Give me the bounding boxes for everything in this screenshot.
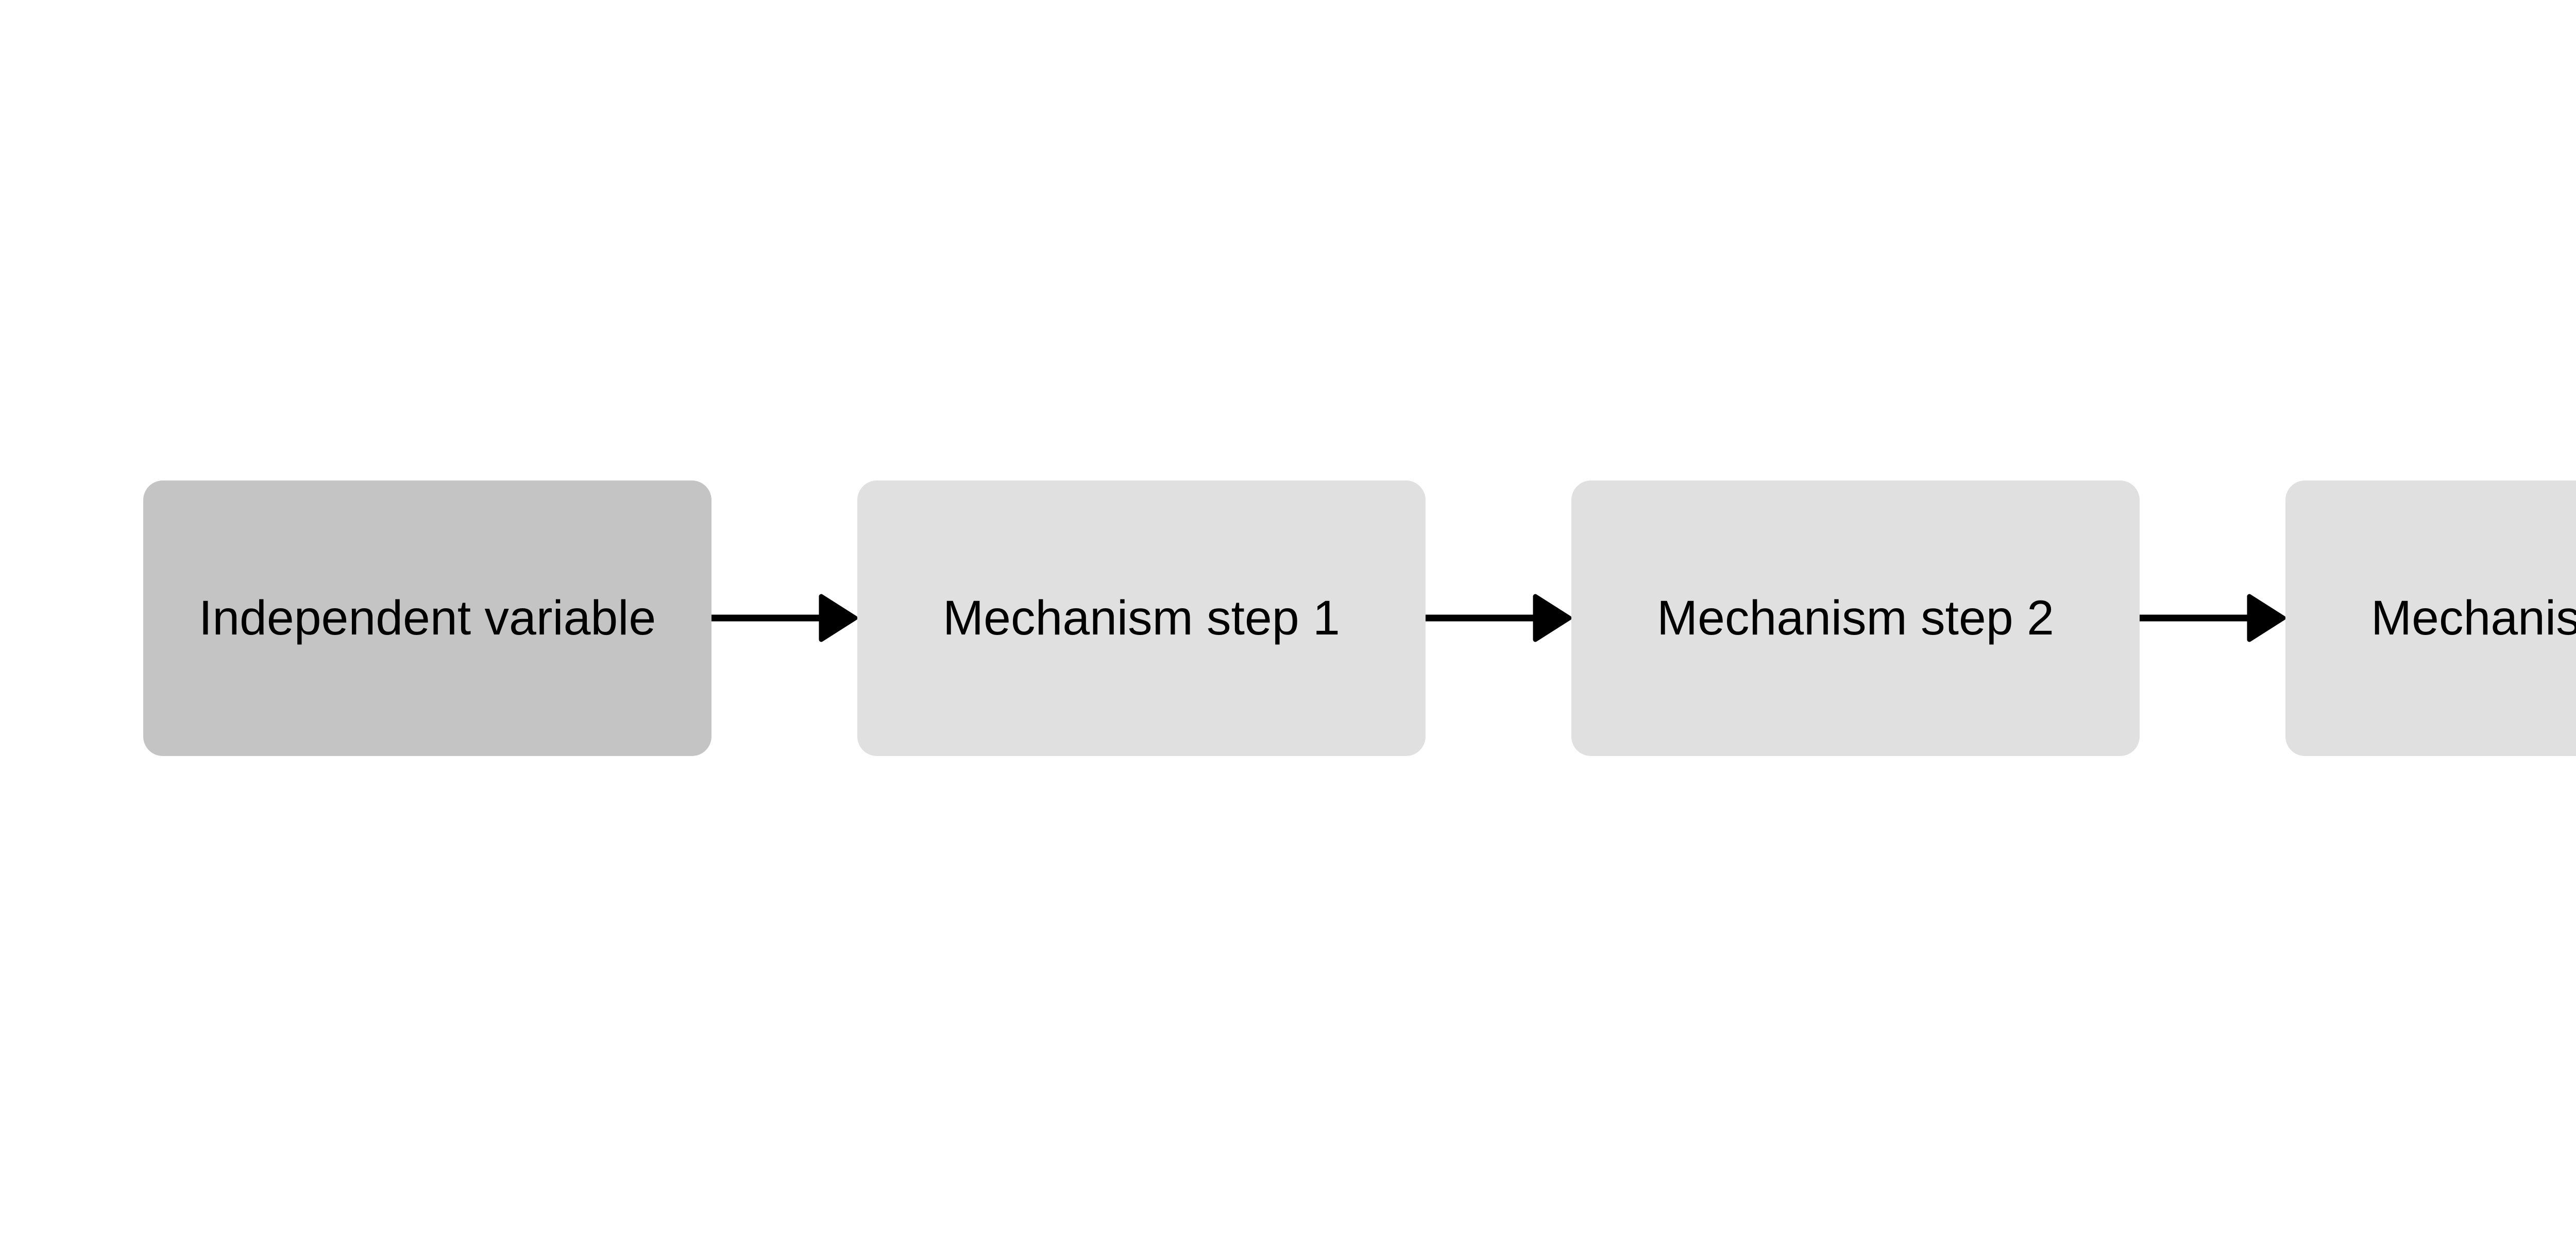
flow-arrow-icon bbox=[711, 594, 857, 642]
flow-arrow-icon bbox=[1426, 594, 1571, 642]
node-mechanism-step-3: Mechanism step 3 bbox=[2285, 480, 2576, 756]
node-mechanism-step-1: Mechanism step 1 bbox=[857, 480, 1426, 756]
node-independent-variable-label: Independent variable bbox=[198, 590, 656, 645]
flow-arrow-icon bbox=[2140, 594, 2285, 642]
node-mechanism-step-2: Mechanism step 2 bbox=[1571, 480, 2140, 756]
node-mechanism-step-3-label: Mechanism step 3 bbox=[2371, 590, 2576, 645]
node-independent-variable: Independent variable bbox=[143, 480, 711, 756]
node-mechanism-step-2-label: Mechanism step 2 bbox=[1657, 590, 2054, 645]
node-mechanism-step-1-label: Mechanism step 1 bbox=[943, 590, 1340, 645]
